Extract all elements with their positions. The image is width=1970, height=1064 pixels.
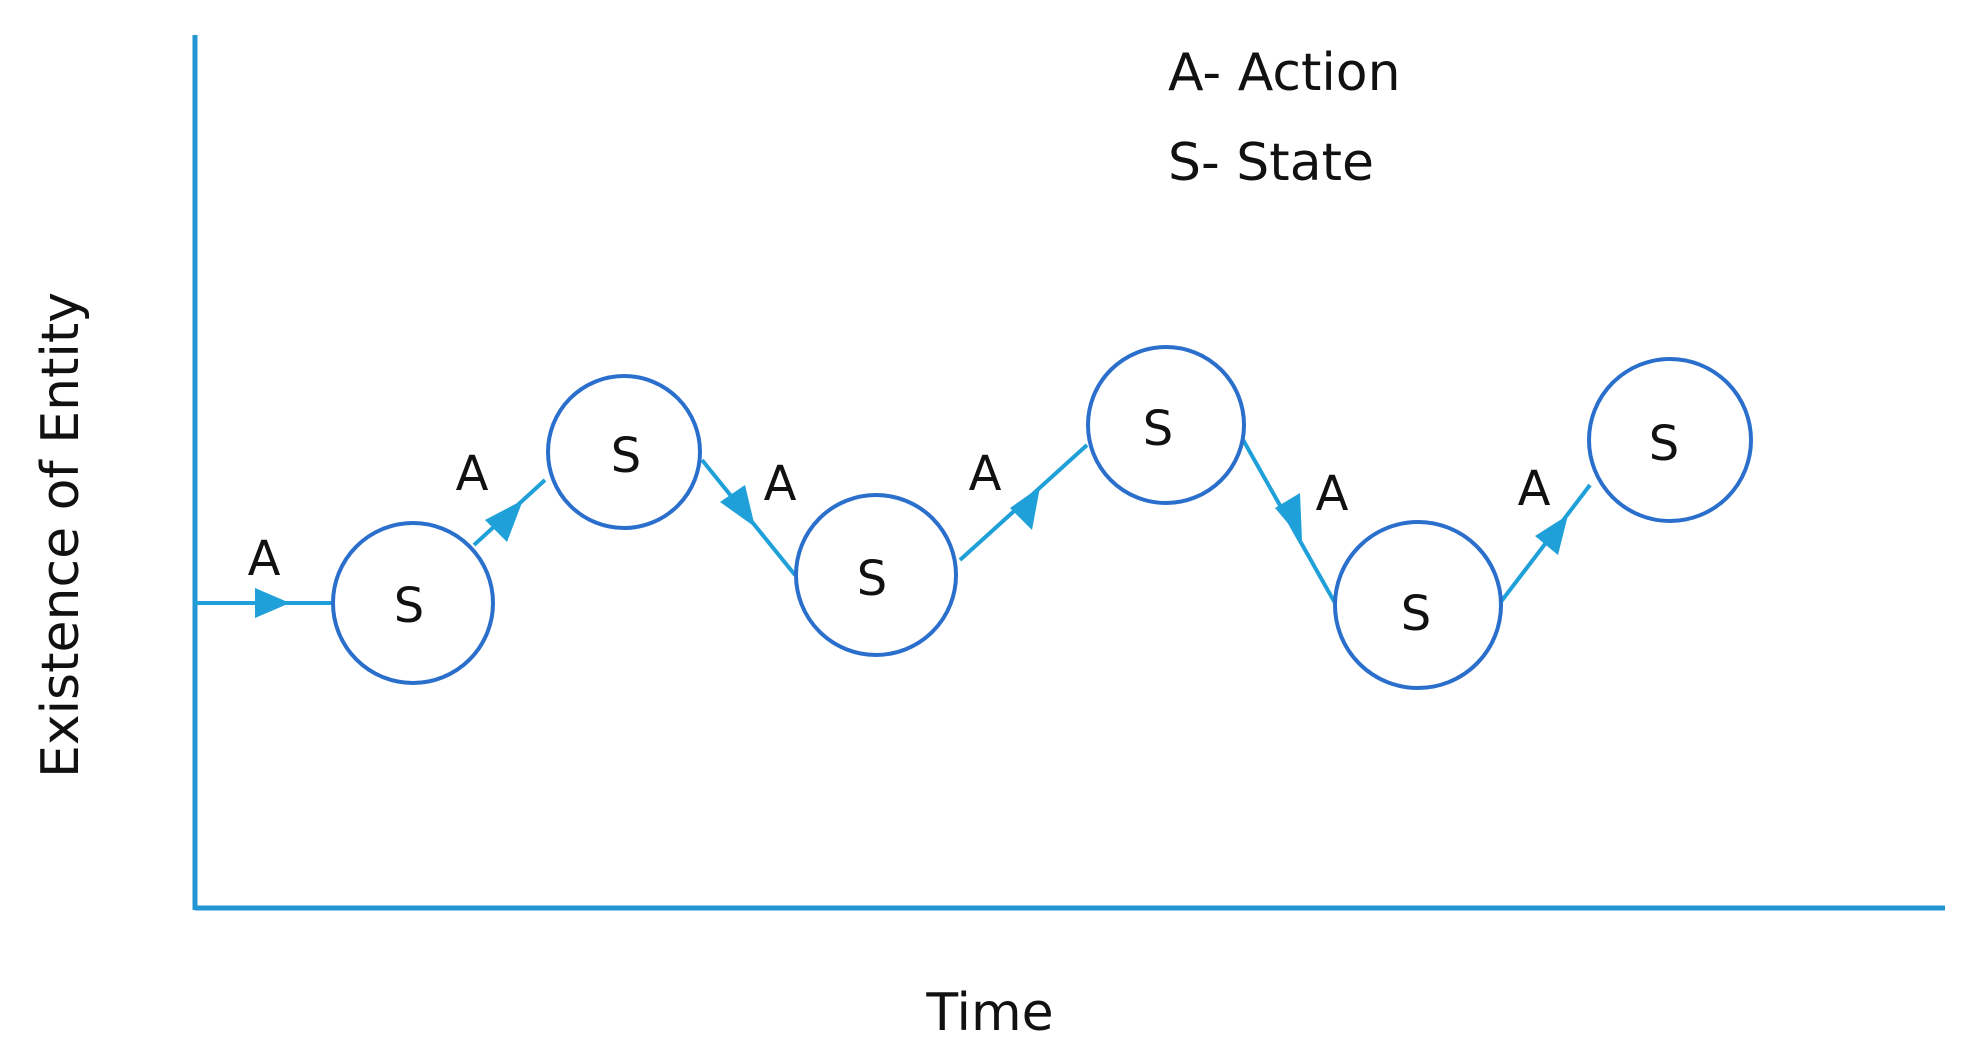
arrowhead-2	[720, 485, 755, 527]
arrowhead-3	[1010, 487, 1040, 530]
action-label-1: A	[248, 531, 281, 587]
state-circle-1	[331, 521, 495, 685]
state-circle-5	[1333, 520, 1503, 690]
state-label-4: S	[1143, 401, 1173, 457]
action-label-2: A	[456, 446, 489, 502]
arrowhead-0	[255, 588, 290, 618]
state-label-3: S	[857, 551, 887, 607]
action-label-6: A	[1518, 461, 1551, 517]
state-circle-4	[1086, 345, 1246, 505]
arrowhead-5	[1535, 515, 1568, 555]
state-label-6: S	[1649, 416, 1679, 472]
x-axis-label: Time	[925, 983, 1053, 1043]
y-axis-label: Existence of Entity	[31, 292, 91, 778]
arrowhead-1	[485, 500, 523, 542]
action-label-3: A	[764, 456, 797, 512]
arrowhead-4	[1275, 493, 1302, 540]
legend-action: A- Action	[1168, 43, 1401, 103]
state-circle-2	[546, 374, 702, 530]
state-label-5: S	[1401, 586, 1431, 642]
state-label-1: S	[394, 578, 424, 634]
legend-state: S- State	[1168, 133, 1374, 193]
state-circle-6	[1587, 357, 1753, 523]
action-label-5: A	[1316, 466, 1349, 522]
state-circle-3	[794, 493, 958, 657]
action-label-4: A	[969, 446, 1002, 502]
state-label-2: S	[611, 428, 641, 484]
